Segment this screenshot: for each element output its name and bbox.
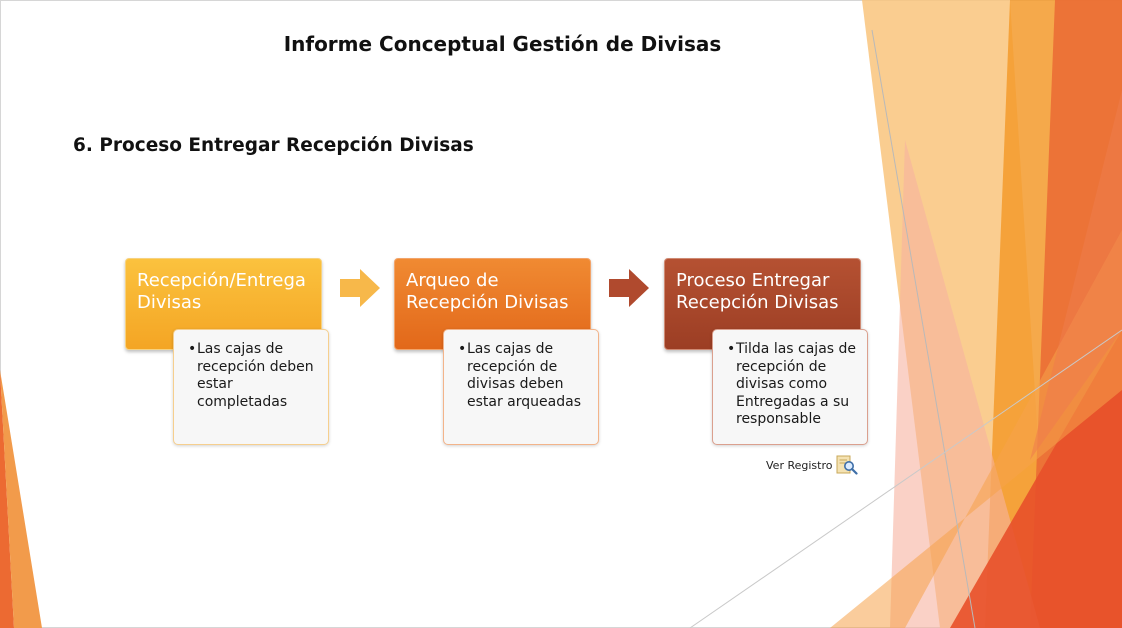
process-step-3-detail: • Tilda las cajas de recepción de divisa… bbox=[712, 329, 868, 445]
arrow-right-icon bbox=[340, 269, 380, 307]
view-record-label[interactable]: Ver Registro bbox=[766, 458, 833, 472]
section-heading: 6. Proceso Entregar Recepción Divisas bbox=[73, 135, 474, 156]
bullet-dot: • bbox=[727, 341, 736, 357]
detail-bullet: • Las cajas de recepción deben estar com… bbox=[188, 341, 320, 411]
document-search-icon[interactable] bbox=[836, 455, 859, 475]
detail-text: Las cajas de recepción deben estar compl… bbox=[197, 341, 314, 410]
slide-title: Informe Conceptual Gestión de Divisas bbox=[283, 32, 722, 56]
bullet-dot: • bbox=[458, 341, 467, 357]
process-step-1-detail: • Las cajas de recepción deben estar com… bbox=[173, 329, 329, 445]
detail-text: Tilda las cajas de recepción de divisas … bbox=[736, 341, 857, 427]
detail-bullet: • Las cajas de recepción de divisas debe… bbox=[458, 341, 590, 411]
bullet-dot: • bbox=[188, 341, 197, 357]
view-record-link[interactable]: Ver Registro bbox=[766, 455, 859, 475]
process-step-2-detail: • Las cajas de recepción de divisas debe… bbox=[443, 329, 599, 445]
detail-bullet: • Tilda las cajas de recepción de divisa… bbox=[727, 341, 859, 429]
arrow-right-icon bbox=[609, 269, 649, 307]
detail-text: Las cajas de recepción de divisas deben … bbox=[467, 341, 581, 410]
